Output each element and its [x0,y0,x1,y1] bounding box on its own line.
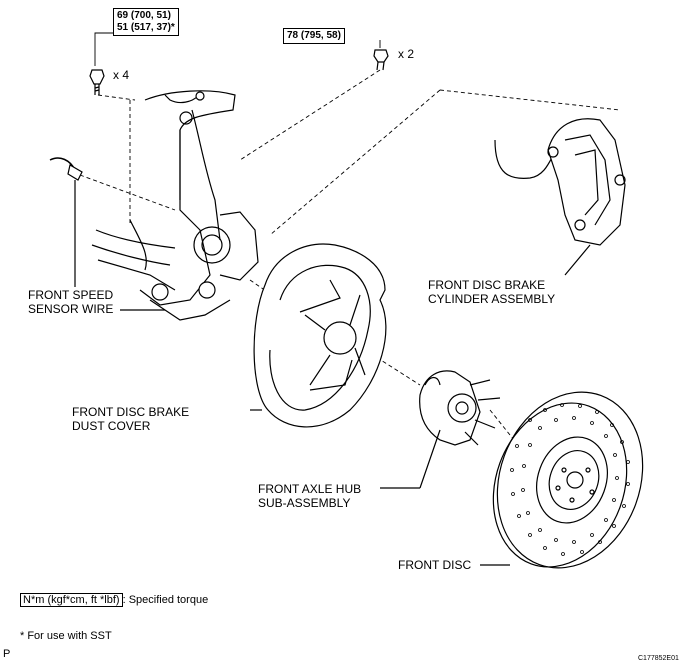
label-caliper-line1: FRONT DISC BRAKE [428,278,546,292]
dust-cover-icon [250,243,387,428]
label-speed-sensor: FRONT SPEED SENSOR WIRE [28,288,113,316]
caliper-bolt-torque-spec: 78 (795, 58) [283,28,345,44]
caliper-bolt-icon [373,49,389,71]
knuckle-bolt-icon [89,69,105,95]
steering-knuckle-icon [91,90,259,321]
label-front-disc-line1: FRONT DISC [398,558,472,572]
label-dust-cover-line2: DUST COVER [72,419,151,433]
corner-mark: P [3,648,11,660]
figure-code: C177852E01 [638,655,679,662]
torque-legend-text: : Specified torque [122,594,209,606]
brake-disc-icon [480,391,644,569]
axle-hub-icon [380,370,501,489]
torque-legend: N*m (kgf*cm, ft *lbf): Specified torque [20,593,209,607]
knuckle-bolt-quantity: x 4 [113,68,130,82]
caliper-bolt-torque-line1: 78 (795, 58) [287,30,341,41]
label-caliper-line2: CYLINDER ASSEMBLY [428,292,556,306]
sst-footnote: * For use with SST [20,630,112,642]
label-speed-sensor-line2: SENSOR WIRE [28,302,114,316]
speed-sensor-icon [49,157,83,181]
label-speed-sensor-line1: FRONT SPEED [28,288,114,302]
label-front-disc: FRONT DISC [398,558,471,572]
brake-caliper-icon [494,118,626,276]
knuckle-bolt-torque-spec: 69 (700, 51) 51 (517, 37)* [113,8,179,36]
knuckle-bolt-torque-line2: 51 (517, 37)* [117,22,175,33]
label-dust-cover-line1: FRONT DISC BRAKE [72,405,190,419]
caliper-bolt-quantity: x 2 [398,47,415,61]
label-caliper: FRONT DISC BRAKE CYLINDER ASSEMBLY [428,278,555,306]
knuckle-bolt-torque-line1: 69 (700, 51) [117,10,171,21]
label-dust-cover: FRONT DISC BRAKE DUST COVER [72,405,189,433]
label-axle-hub-line1: FRONT AXLE HUB [258,482,362,496]
label-axle-hub: FRONT AXLE HUB SUB-ASSEMBLY [258,482,361,510]
label-axle-hub-line2: SUB-ASSEMBLY [258,496,351,510]
torque-legend-unit-box: N*m (kgf*cm, ft *lbf) [20,593,123,607]
